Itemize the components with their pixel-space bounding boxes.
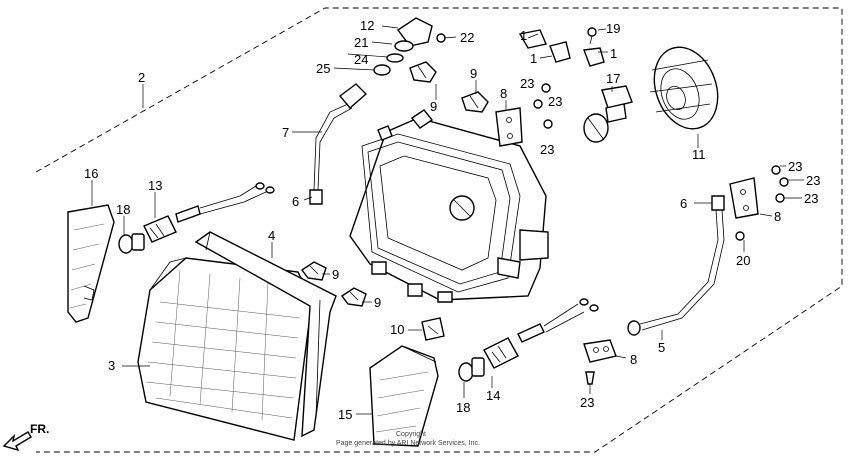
callout-1b: 1 [530,51,537,66]
callout-5: 5 [658,340,665,355]
dust-cover [649,46,719,130]
callout-17: 17 [606,71,620,86]
callout-8c: 8 [630,352,637,367]
callout-9a: 9 [430,99,437,114]
turn-signal-right [369,345,439,447]
callout-19: 19 [606,21,620,36]
wire-harness-7 [309,83,368,205]
callout-1c: 1 [610,46,617,61]
callout-13: 13 [148,178,162,193]
callout-16: 16 [84,166,98,181]
footer-generated: Page generated by ARI Network Services, … [336,440,480,447]
bracket-lower [583,339,617,385]
callout-8a: 8 [500,86,507,101]
clip-upper-2 [461,91,489,113]
callout-23g: 23 [580,395,594,410]
callout-6a: 6 [292,194,299,209]
footer: Copyright Page generated by ARI Network … [336,431,480,447]
callout-23d: 23 [788,159,802,174]
clip-upper-1 [409,61,437,83]
callout-18b: 18 [456,400,470,415]
callout-6b: 6 [680,196,687,211]
callout-2: 2 [138,70,145,85]
callout-23b: 23 [548,94,562,109]
callout-4: 4 [268,228,275,243]
callout-9b: 9 [470,66,477,81]
callout-15: 15 [338,407,352,422]
callout-23f: 23 [804,191,818,206]
headlight-lens [137,257,313,441]
callout-23e: 23 [806,173,820,188]
callout-3: 3 [108,358,115,373]
callout-20: 20 [736,253,750,268]
callout-18a: 18 [116,202,130,217]
callout-21: 21 [354,35,368,50]
callout-25: 25 [316,61,330,76]
callout-labels: 1 1 1 2 3 4 5 6 6 7 8 8 8 9 9 9 9 10 11 … [84,18,820,422]
clamps-top [518,27,605,67]
clip-10 [421,317,445,341]
callout-23a: 23 [520,76,534,91]
callout-1a: 1 [520,28,527,43]
wire-harness-5 [627,195,725,336]
headlight-case [349,109,549,303]
callout-8b: 8 [774,209,781,224]
callout-10: 10 [390,322,404,337]
direction-label: FR. [30,422,49,436]
top-socket-group [373,17,457,76]
callout-11: 11 [692,147,706,162]
bracket-top [495,107,523,147]
callout-9c: 9 [332,267,339,282]
callout-22: 22 [460,30,474,45]
callout-9d: 9 [374,295,381,310]
headlight-seal [194,231,337,438]
callout-7: 7 [282,125,289,140]
screws-center [533,83,553,129]
bracket-right [729,165,789,241]
headlight-bulb [583,85,633,143]
callout-23c: 23 [540,142,554,157]
clip-lower-1 [300,261,327,281]
bulb-socket-left [118,182,275,254]
turn-signal-left [67,204,115,323]
leader-lines [91,25,804,415]
bulb-socket-right [458,298,599,382]
front-direction-arrow: FR. [2,422,49,452]
callout-14: 14 [486,388,500,403]
callout-24: 24 [354,52,368,67]
footer-copyright: Copyright [396,431,426,438]
clip-lower-2 [340,287,367,307]
callout-12: 12 [360,18,374,33]
